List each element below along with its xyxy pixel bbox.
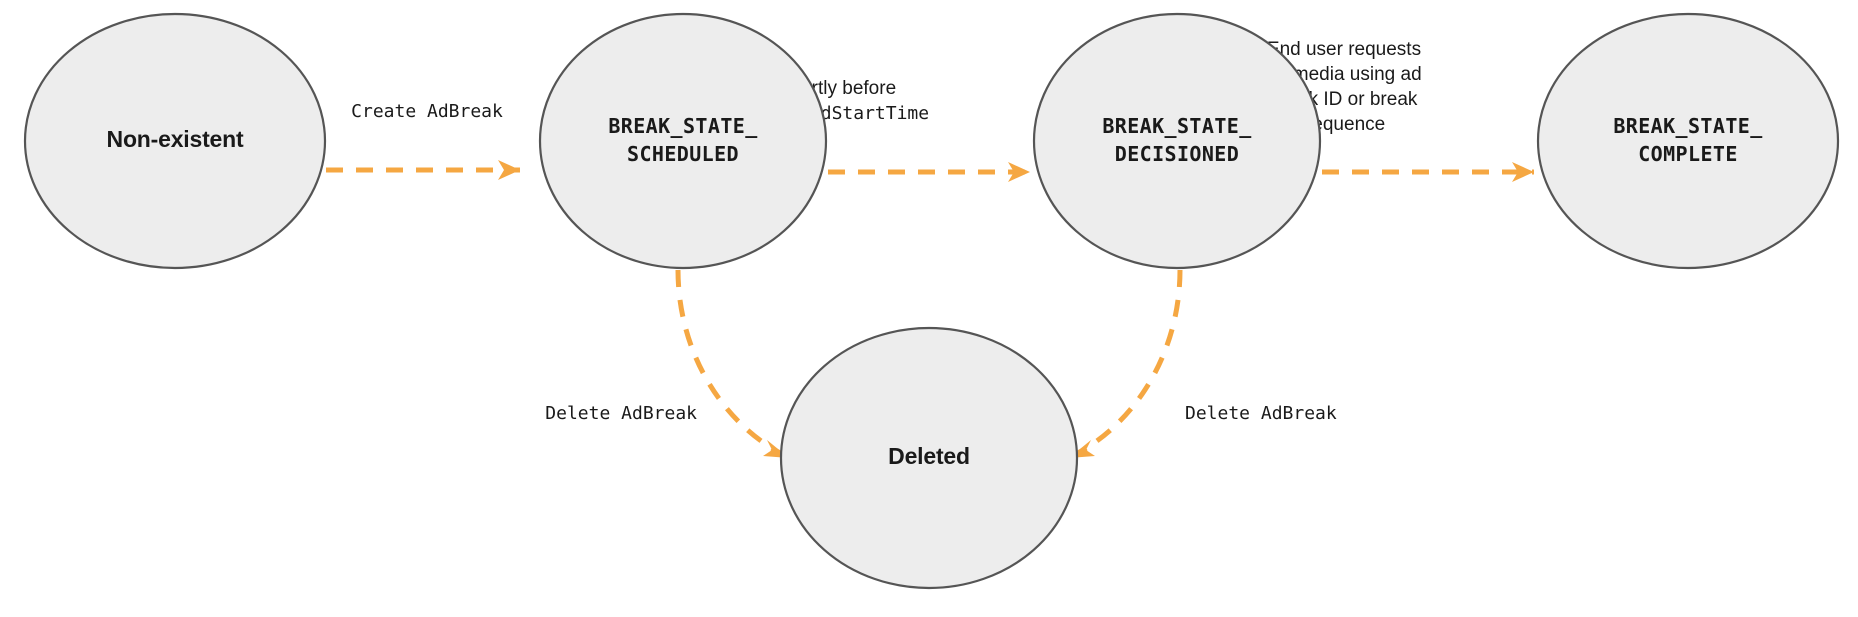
edge-label-line: Create AdBreak — [351, 101, 503, 122]
state-node-label-line: BREAK_STATE_ — [1102, 114, 1252, 138]
state-node-shape[interactable] — [1032, 12, 1322, 270]
state-node-label-line: DECISIONED — [1115, 142, 1239, 166]
state-node-shape[interactable] — [538, 12, 828, 270]
edge-delete-adbreak-from-scheduled: Delete AdBreak — [545, 269, 789, 458]
edge-label-line: ad media using ad — [1266, 64, 1421, 85]
state-node-shape[interactable] — [23, 12, 327, 270]
edge-label-delete-adbreak-from-scheduled: Delete AdBreak — [545, 403, 697, 424]
edge-label-delete-adbreak-from-decisioned: Delete AdBreak — [1185, 403, 1337, 424]
state-node-break-state-complete[interactable]: BREAK_STATE_ COMPLETE — [1536, 12, 1840, 270]
edge-delete-adbreak-from-decisioned: Delete AdBreak — [1069, 269, 1337, 458]
state-node-label-line: SCHEDULED — [627, 142, 739, 166]
state-node-label-line: BREAK_STATE_ — [1613, 114, 1763, 138]
state-node-break-state-scheduled[interactable]: BREAK_STATE_ SCHEDULED — [538, 12, 828, 270]
state-node-shape[interactable] — [1536, 12, 1840, 270]
edge-label-line: End user requests — [1267, 39, 1421, 60]
arrowhead-icon — [1512, 162, 1534, 182]
edge-label-line: sequence — [1303, 114, 1385, 135]
state-node-label: BREAK_STATE_ DECISIONED — [1102, 114, 1252, 166]
state-node-deleted[interactable]: Deleted — [779, 326, 1079, 590]
state-node-label-line: COMPLETE — [1638, 142, 1738, 166]
state-node-label-line: Non-existent — [107, 126, 244, 152]
edge-line-delete-adbreak-from-decisioned — [1076, 269, 1183, 456]
state-node-break-state-decisioned[interactable]: BREAK_STATE_ DECISIONED — [1032, 12, 1322, 270]
state-node-label: BREAK_STATE_ SCHEDULED — [608, 114, 758, 166]
edge-create-adbreak: Create AdBreak — [326, 101, 520, 180]
state-node-label: BREAK_STATE_ COMPLETE — [1613, 114, 1763, 166]
edge-label-line: Delete AdBreak — [1185, 403, 1337, 424]
edge-label-line: Delete AdBreak — [545, 403, 697, 424]
state-node-label-line: Deleted — [888, 443, 970, 469]
state-node-label: Non-existent — [107, 126, 244, 152]
arrowhead-icon — [498, 160, 520, 180]
state-node-shape[interactable] — [779, 326, 1079, 590]
arrowhead-icon — [1008, 162, 1030, 182]
state-node-label-line: BREAK_STATE_ — [608, 114, 758, 138]
state-node-non-existent[interactable]: Non-existent — [23, 12, 327, 270]
edge-line-delete-adbreak-from-scheduled — [675, 269, 782, 456]
state-node-label: Deleted — [888, 443, 970, 469]
edge-label-create-adbreak: Create AdBreak — [351, 101, 503, 122]
